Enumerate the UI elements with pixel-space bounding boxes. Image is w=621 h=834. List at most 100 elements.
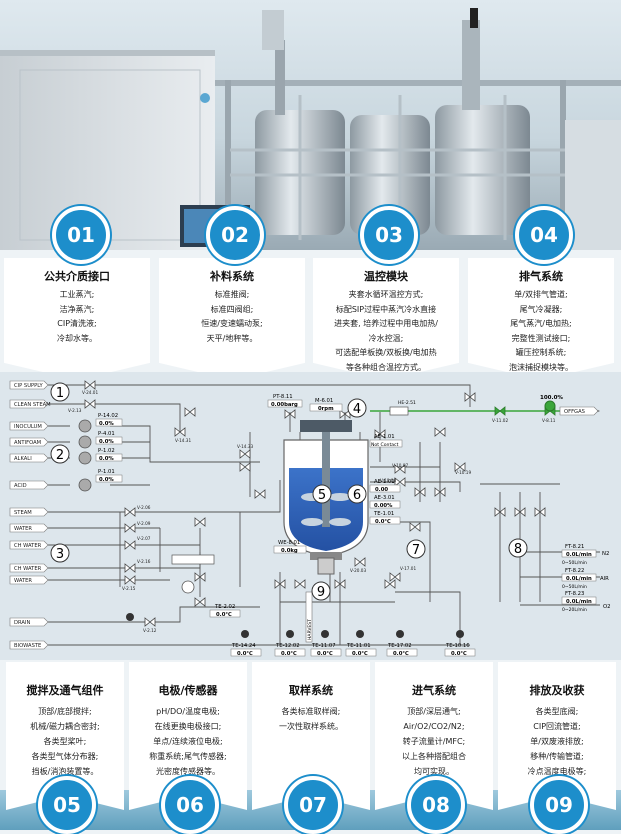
inlet-biowaste: BIOWASTE (14, 643, 41, 649)
card-line: 各类型底阀; (535, 707, 579, 716)
callout-8: 8 (514, 542, 522, 557)
readout-value: 0.0℃ (375, 519, 391, 525)
readout-tag: P-1.01 (98, 469, 115, 475)
readout-tag: AE-1.01 (374, 434, 395, 440)
card-line: 一次性取样系统。 (279, 722, 343, 731)
flow-range: 0~50L/min (562, 584, 587, 590)
flow-gas: O2 (603, 604, 611, 610)
badge-04: 04 (515, 206, 573, 264)
card-title: 取样系统 (289, 684, 333, 697)
readout-value: 0rpm (318, 406, 334, 412)
readout-value: 0.0% (99, 456, 114, 462)
badge-09: 09 (530, 776, 588, 834)
card-line: 进夹套, 培养过程中用电加热/ (334, 319, 438, 328)
te-tag: TE-11.07 (311, 643, 336, 649)
valve-label: V-17.01 (400, 566, 416, 571)
card-line: 挡板/消泡装置等。 (31, 767, 99, 776)
valve-label: V-2.06 (137, 505, 151, 510)
readout-value: 0.0kg (281, 548, 298, 554)
te-tag: TE-12.02 (275, 643, 300, 649)
valve-label: V-11.02 (492, 418, 508, 423)
card-line: 尾气冷凝器; (519, 304, 563, 314)
outlet-offgas: OFFGAS (564, 409, 585, 415)
card-line: 称重系统;尾气传感器; (149, 752, 227, 761)
valve-label: V-2.07 (137, 536, 151, 541)
card-title: 公共介质接口 (44, 270, 110, 283)
card-line: 各类标准取样阀; (281, 707, 341, 716)
callout-9: 9 (317, 585, 325, 600)
readout-value: 0.0℃ (216, 612, 232, 618)
card-line: 洁净蒸汽; (59, 304, 95, 314)
callout-7: 7 (412, 543, 420, 558)
badge-08: 08 (407, 776, 465, 834)
card-lines: 标准推阀; 标准四阀组; 恒速/变速蠕动泵; 天平/地秤等。 (159, 288, 305, 346)
card-line: 移种/传输管道; (530, 752, 584, 761)
readout-tag: AE-3.01 (374, 495, 395, 501)
inlet-ch-water-2: CH WATER (14, 566, 42, 572)
top-card-public-interfaces: 公共介质接口 工业蒸汽; 洁净蒸汽; CIP清洗液; 冷却水等。 (4, 258, 150, 380)
inlet-antifoam: ANTIFOAM (14, 440, 41, 446)
inlet-ch-water: CH WATER (14, 543, 42, 549)
te-tag: TE-10.16 (445, 643, 470, 649)
card-line: 单/双排气管道; (514, 290, 568, 299)
readout-tag: P-14.02 (98, 413, 118, 419)
callout-4: 4 (353, 402, 361, 417)
readout-value: 0.00barg (271, 402, 298, 408)
card-title: 电极/传感器 (158, 684, 218, 697)
card-line: 单/双废液排放; (530, 737, 584, 746)
callout-2: 2 (56, 448, 64, 463)
readout-tag: WE-8.01 (278, 540, 300, 546)
card-line: CIP清洗液; (57, 319, 97, 328)
card-title: 进气系统 (412, 684, 456, 697)
te-value: 0.0℃ (237, 651, 253, 657)
badge-05: 05 (38, 776, 96, 834)
te-tag: TE-17.02 (387, 643, 412, 649)
te-value: 0.0℃ (393, 651, 409, 657)
card-line: 顶部/深层通气; (407, 707, 461, 716)
card-line: 各类型桨叶; (43, 737, 87, 746)
card-line: 冷却水等。 (57, 333, 97, 343)
pump-inoculum-icon (78, 419, 92, 433)
readout-value: 0.0% (99, 477, 114, 483)
flow-range: 0~20L/min (562, 607, 587, 613)
card-title: 搅拌及通气组件 (26, 684, 104, 697)
card-line: 天平/地秤等。 (206, 333, 258, 343)
valve-label: V-14.31 (175, 438, 191, 443)
card-line: CIP回流管道; (533, 722, 581, 731)
valve-label: V-2.16 (137, 559, 151, 564)
te-tag: TE-14.24 (231, 643, 256, 649)
card-title: 排气系统 (519, 270, 563, 283)
readout-value: 0.00 (375, 487, 388, 493)
valve-label: V-14.33 (237, 444, 253, 449)
pid-svg: CIP SUPPLY CLEAN STEAM INOCULUM ANTIFOAM… (9, 380, 611, 657)
offgas-percentage: 100.0% (540, 395, 563, 401)
inlet-water-2: WATER (14, 578, 32, 584)
card-line: 尾气蒸汽/电加热; (510, 319, 572, 328)
readout-value: 0.00% (374, 503, 393, 509)
badge-02: 02 (206, 206, 264, 264)
card-line: 等各种组合温控方式。 (346, 362, 426, 372)
inlet-drain: DRAIN (14, 620, 30, 626)
te-value: 0.0℃ (317, 651, 333, 657)
callout-3: 3 (56, 547, 64, 562)
heat-exchanger-icon (389, 406, 409, 416)
badge-07: 07 (284, 776, 342, 834)
top-card-feeding-system: 补料系统 标准推阀; 标准四阀组; 恒速/变速蠕动泵; 天平/地秤等。 (159, 258, 305, 380)
drain-valve-icon (126, 613, 134, 621)
te-value: 0.0℃ (352, 651, 368, 657)
card-lines: 夹套水循环温控方式; 标配SIP过程中蒸汽冷水直接 进夹套, 培养过程中用电加热… (313, 288, 459, 375)
process-flow-diagram: CIP SUPPLY CLEAN STEAM INOCULUM ANTIFOAM… (0, 372, 621, 660)
card-lines: 工业蒸汽; 洁净蒸汽; CIP清洗液; 冷却水等。 (4, 288, 150, 346)
te-value: 0.0℃ (451, 651, 467, 657)
te-tag: TE-11.01 (346, 643, 371, 649)
badge-03: 03 (360, 206, 418, 264)
card-title: 排放及收获 (529, 684, 585, 697)
flow-tag: FT-8.23 (565, 591, 584, 597)
bottom-temperature-set: TE-14.24 0.0℃ TE-12.02 0.0℃ TE-11.07 0.0… (230, 630, 476, 657)
heat-exchanger-label: HE-2.51 (398, 400, 416, 406)
readout-tag: PT-8.11 (273, 394, 293, 400)
card-line: 完整性测试接口; (511, 333, 571, 343)
readout-tag: P-4.01 (98, 431, 115, 437)
card-line: 以上各种搭配组合 (402, 752, 466, 761)
valve-label: V-20.03 (350, 568, 366, 573)
